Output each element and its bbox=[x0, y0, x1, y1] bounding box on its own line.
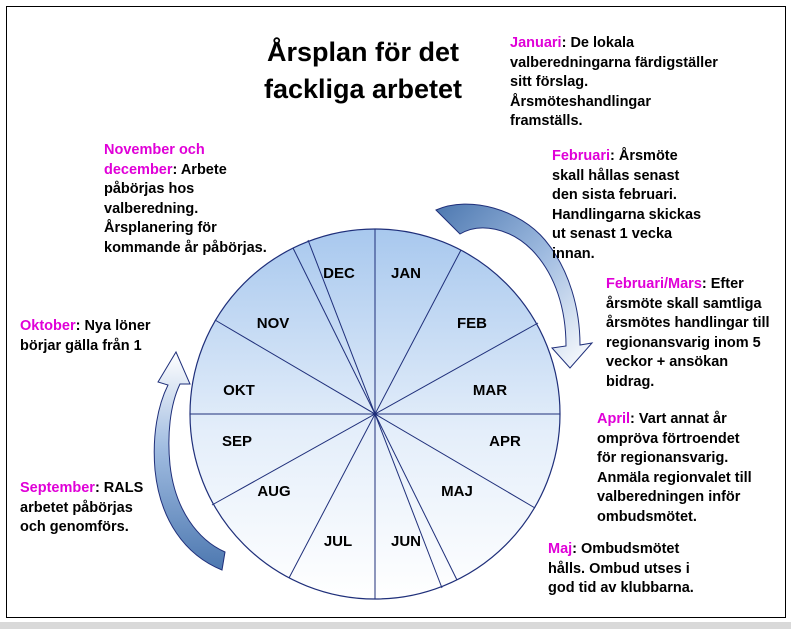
month-label-apr: APR bbox=[489, 433, 521, 450]
divider-diagonal bbox=[307, 239, 443, 589]
right-cycle-arrow bbox=[435, 203, 594, 369]
note-feb-mars-month: Februari/Mars bbox=[606, 276, 702, 292]
page-title: Årsplan för det fackliga arbetet bbox=[263, 37, 463, 104]
note-november-december: November och december: Arbete påbörjas h… bbox=[104, 141, 276, 258]
month-label-aug: AUG bbox=[257, 483, 290, 500]
note-oktober-text: : Nya löner börjar gälla från 1 bbox=[20, 318, 151, 354]
note-september-text: : RALS arbetet påbörjas och genomförs. bbox=[20, 480, 144, 535]
month-label-mar: MAR bbox=[473, 382, 507, 399]
note-september-month: September bbox=[20, 480, 95, 496]
note-februari-text: : Årsmöte skall hållas senast den sista … bbox=[552, 148, 702, 262]
note-januari-month: Januari bbox=[510, 35, 562, 51]
note-april-month: April bbox=[597, 411, 631, 427]
note-september: September: RALS arbetet påbörjas och gen… bbox=[20, 479, 160, 538]
note-maj-month: Maj bbox=[548, 541, 573, 557]
note-februari: Februari: Årsmöte skall hållas senast de… bbox=[552, 147, 702, 264]
note-maj-text: : Ombudsmötet hålls. Ombud utses i god t… bbox=[548, 541, 694, 596]
note-februari-month: Februari bbox=[552, 148, 611, 164]
left-cycle-arrow bbox=[153, 350, 226, 571]
note-januari-text: : De lokala valberedningarna färdigställ… bbox=[510, 35, 718, 129]
note-april: April: Vart annat år ompröva förtroendet… bbox=[597, 410, 757, 527]
note-januari: Januari: De lokala valberedningarna färd… bbox=[510, 34, 720, 132]
month-label-okt: OKT bbox=[223, 382, 255, 399]
month-label-jul: JUL bbox=[324, 533, 352, 550]
month-label-maj: MAJ bbox=[441, 483, 473, 500]
note-oktober: Oktober: Nya löner börjar gälla från 1 bbox=[20, 317, 170, 356]
note-februari-mars: Februari/Mars: Efter årsmöte skall samtl… bbox=[606, 275, 778, 392]
month-label-dec: DEC bbox=[323, 265, 355, 282]
month-label-nov: NOV bbox=[257, 315, 290, 332]
note-maj: Maj: Ombudsmötet hålls. Ombud utses i go… bbox=[548, 540, 708, 599]
note-nov-dec-month: November och december bbox=[104, 142, 205, 178]
month-label-jan: JAN bbox=[391, 265, 421, 282]
month-label-feb: FEB bbox=[457, 315, 487, 332]
bottom-scroll-strip bbox=[0, 622, 791, 629]
note-oktober-month: Oktober bbox=[20, 318, 76, 334]
month-label-sep: SEP bbox=[222, 433, 252, 450]
month-label-jun: JUN bbox=[391, 533, 421, 550]
note-april-text: : Vart annat år ompröva förtroendet för … bbox=[597, 411, 752, 525]
note-feb-mars-text: : Efter årsmöte skall samtliga årsmötes … bbox=[606, 276, 770, 390]
wheel-dividers bbox=[190, 229, 560, 599]
note-nov-dec-text: : Arbete påbörjas hos valberedning. Årsp… bbox=[104, 161, 267, 256]
